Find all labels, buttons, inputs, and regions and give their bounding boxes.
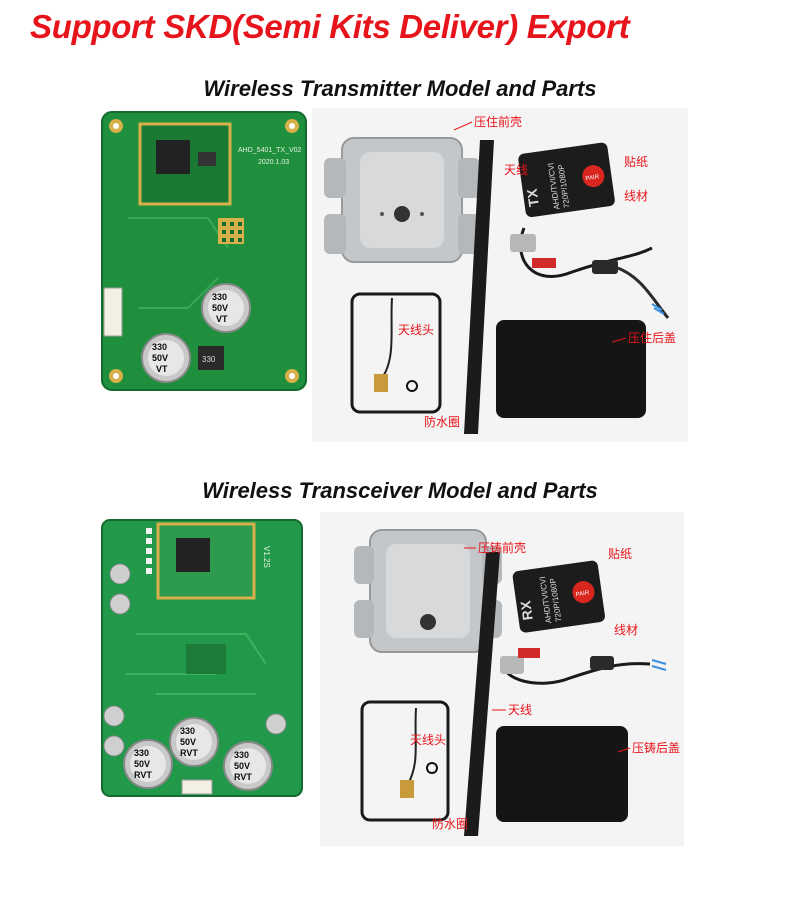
label-tx-gasket: 防水圈 (424, 414, 460, 429)
tx-pcb-model-text: AHD_5401_TX_V02 (238, 147, 302, 154)
svg-text:50V: 50V (134, 759, 150, 769)
tx-cable (510, 227, 670, 319)
rx-sticker: RX AHD/TVI/CVI 720P/1080P PAIR (512, 560, 605, 633)
rx-antenna (464, 552, 500, 836)
rx-small-capacitors (103, 563, 287, 757)
svg-text:330: 330 (134, 748, 149, 758)
label-tx-cable: 线材 (624, 189, 648, 203)
label-rx-sticker: 贴纸 (608, 547, 632, 561)
svg-text:PAIR: PAIR (575, 590, 590, 598)
tx-antenna-head (374, 297, 418, 392)
svg-text:TX: TX (523, 187, 541, 208)
svg-text:VT: VT (156, 364, 168, 374)
label-rx-back-cover: 压铸后盖 (632, 740, 680, 755)
tx-gasket (350, 292, 442, 414)
rx-capacitor-3: 330 50V RVT (223, 741, 273, 791)
tx-sticker: TX AHD/TVI/CVI 720P/1080P PAIR (518, 142, 615, 218)
svg-text:50V: 50V (234, 761, 250, 771)
rx-pcb-photo: V1.2S 330 50V RVT 330 50V RVT (96, 514, 310, 804)
label-rx-antenna: 天线 (508, 703, 532, 717)
label-rx-gasket: 防水圈 (432, 816, 468, 831)
svg-text:RVT: RVT (180, 748, 198, 758)
rx-gasket (360, 700, 450, 822)
svg-text:330: 330 (234, 750, 249, 760)
tx-front-shell (324, 137, 480, 263)
svg-text:RX: RX (517, 599, 536, 621)
rx-parts-photo: RX AHD/TVI/CVI 720P/1080P PAIR 压铸前壳 贴纸 线… (320, 512, 684, 846)
svg-text:RVT: RVT (134, 770, 152, 780)
rx-capacitor-1: 330 50V RVT (123, 739, 173, 789)
svg-text:VT: VT (216, 314, 228, 324)
section-title-transceiver: Wireless Transceiver Model and Parts (202, 478, 598, 503)
tx-parts-photo: TX AHD/TVI/CVI 720P/1080P PAIR 压住前壳 天线 (312, 108, 688, 442)
label-rx-front-shell: 压铸前壳 (478, 540, 526, 555)
svg-text:50V: 50V (212, 303, 228, 313)
tx-inductor (198, 346, 224, 370)
tx-capacitor-2: 330 50V VT (141, 333, 191, 383)
section-title-transmitter: Wireless Transmitter Model and Parts (203, 76, 597, 101)
svg-text:50V: 50V (180, 737, 196, 747)
label-rx-antenna-head: 天线头 (410, 733, 446, 747)
label-tx-sticker: 贴纸 (624, 155, 648, 169)
rx-cable (500, 648, 667, 685)
rx-antenna-head (400, 707, 438, 798)
svg-text:330: 330 (202, 355, 216, 364)
tx-pcb-photo: AHD_5401_TX_V02 2020.1.03 330 50V VT 330… (98, 108, 310, 394)
rx-pcb-model-text: V1.2S (262, 546, 271, 568)
svg-text:330: 330 (212, 292, 227, 302)
tx-back-cover (496, 320, 646, 418)
label-rx-cable: 线材 (614, 623, 638, 637)
rx-front-shell (354, 529, 502, 653)
svg-text:330: 330 (180, 726, 195, 736)
label-tx-front-shell: 压住前壳 (474, 114, 522, 129)
label-tx-back-cover: 压住后盖 (628, 331, 676, 345)
tx-pcb-date-text: 2020.1.03 (258, 159, 289, 166)
rx-capacitor-2: 330 50V RVT (169, 717, 219, 767)
tx-capacitor-1: 330 50V VT (201, 283, 251, 333)
label-tx-antenna: 天线 (504, 163, 528, 177)
svg-text:330: 330 (152, 342, 167, 352)
rx-back-cover (496, 726, 628, 822)
headline: Support SKD(Semi Kits Deliver) Export (30, 8, 630, 45)
label-tx-antenna-head: 天线头 (398, 323, 434, 337)
tx-antenna (464, 140, 494, 434)
svg-text:PAIR: PAIR (585, 174, 600, 182)
svg-text:RVT: RVT (234, 772, 252, 782)
rx-rf-module (156, 522, 256, 600)
rx-connector (181, 779, 213, 795)
svg-text:50V: 50V (152, 353, 168, 363)
